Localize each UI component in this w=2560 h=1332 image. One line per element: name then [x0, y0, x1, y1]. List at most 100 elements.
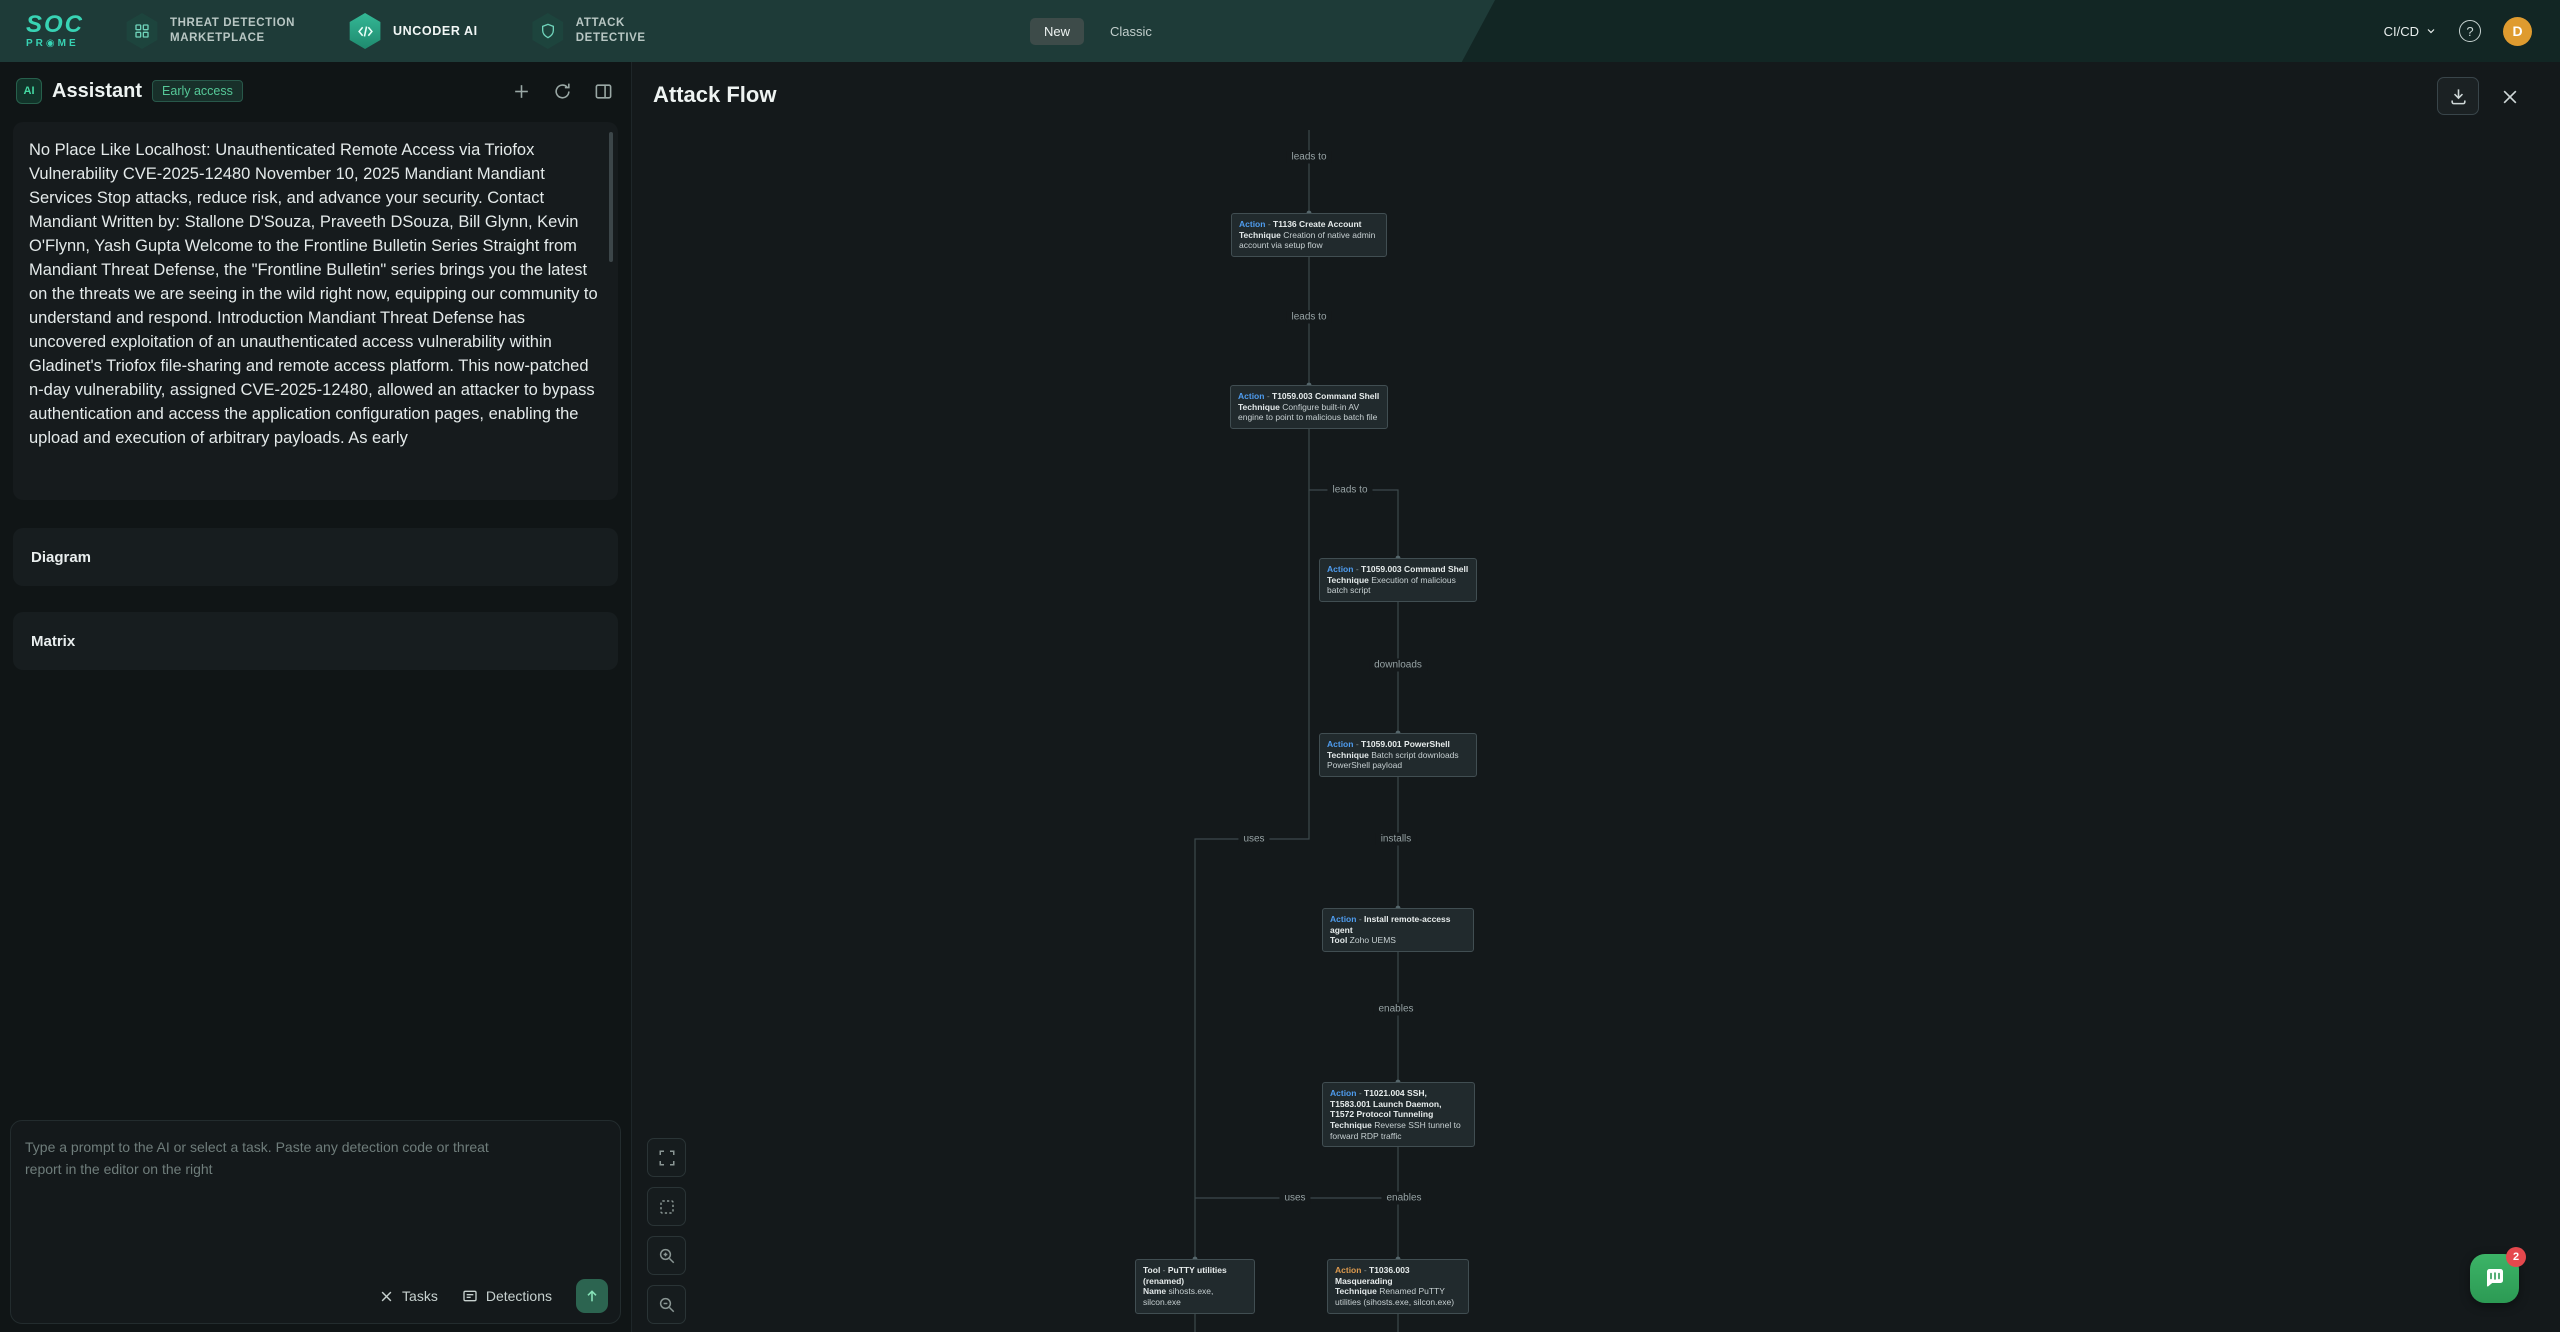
early-access-badge: Early access	[152, 80, 243, 102]
zoom-out-button[interactable]	[647, 1285, 686, 1324]
refresh-button[interactable]	[553, 82, 572, 101]
flow-node-detail: Technique Batch script downloads PowerSh…	[1327, 749, 1459, 771]
toggle-panel-button[interactable]	[594, 82, 613, 101]
fullscreen-button[interactable]	[647, 1138, 686, 1177]
attack-flow-title: Attack Flow	[653, 82, 777, 107]
new-chat-button[interactable]	[512, 82, 531, 101]
chevron-down-icon	[2427, 29, 2435, 34]
chat-launcher-button[interactable]: 2	[2470, 1247, 2526, 1303]
plus-icon	[515, 84, 528, 98]
refresh-icon	[555, 83, 570, 99]
topbar-right-controls: CI/CD ? D	[2384, 16, 2532, 46]
diagram-section[interactable]: Diagram	[13, 528, 618, 586]
detections-button[interactable]: Detections	[462, 1288, 552, 1304]
prompt-input-container: Type a prompt to the AI or select a task…	[10, 1120, 621, 1324]
flow-node-detail: Name sihosts.exe, silcon.exe	[1143, 1286, 1214, 1307]
zoom-out-icon	[659, 1297, 674, 1312]
panel-layout-icon	[595, 83, 612, 99]
close-button[interactable]	[2495, 82, 2525, 112]
flow-node-detail: Technique Execution of malicious batch s…	[1327, 574, 1456, 596]
flow-node-header: Action - Install remote-access agent	[1330, 914, 1451, 935]
assistant-header: AI Assistant Early access	[0, 62, 631, 114]
edge-label: uses	[1238, 832, 1270, 846]
send-prompt-button[interactable]	[576, 1279, 608, 1313]
marketplace-hexagon-icon	[126, 13, 158, 49]
detections-label: Detections	[485, 1288, 552, 1304]
detections-icon	[463, 1290, 477, 1302]
chat-bubble-icon	[2486, 1268, 2503, 1287]
report-text-card[interactable]: No Place Like Localhost: Unauthenticated…	[13, 122, 618, 500]
flow-node-header: Action - T1021.004 SSH, T1583.001 Launch…	[1330, 1088, 1442, 1120]
zoom-controls	[647, 1138, 686, 1324]
flow-node[interactable]: Action - T1021.004 SSH, T1583.001 Launch…	[1322, 1082, 1475, 1148]
flow-node[interactable]: Tool - PuTTY utilities (renamed)Name sih…	[1135, 1259, 1255, 1314]
fullscreen-icon	[659, 1150, 674, 1165]
soc-prime-logo[interactable]: SOC PR◉ME	[26, 13, 84, 49]
flow-node-header: Action - T1036.003 Masquerading	[1335, 1265, 1410, 1286]
edge-label: leads to	[1327, 483, 1373, 497]
tasks-label: Tasks	[402, 1288, 438, 1304]
flow-node-header: Action - T1059.001 PowerShell	[1327, 739, 1450, 749]
flow-node-header: Action - T1136 Create Account	[1239, 219, 1362, 229]
chat-unread-badge: 2	[2506, 1247, 2526, 1267]
flow-node-header: Action - T1059.003 Command Shell	[1327, 564, 1469, 574]
nav-label: UNCODER AI	[393, 23, 478, 38]
logo-text: SOC	[26, 11, 85, 38]
mode-classic-button[interactable]: Classic	[1110, 23, 1152, 39]
nav-uncoder-ai[interactable]: UNCODER AI	[349, 13, 478, 49]
cicd-label: CI/CD	[2383, 23, 2419, 39]
ui-mode-toggle: New Classic	[1030, 0, 1152, 62]
edge-label: enables	[1373, 1002, 1419, 1016]
fit-view-icon	[659, 1199, 674, 1214]
matrix-section[interactable]: Matrix	[13, 612, 618, 670]
diagram-section-label: Diagram	[31, 548, 92, 566]
cicd-dropdown[interactable]: CI/CD	[2384, 24, 2437, 39]
prompt-actions: Tasks Detections	[25, 1279, 608, 1313]
matrix-section-label: Matrix	[31, 632, 76, 650]
assistant-title: Assistant	[52, 79, 143, 102]
flow-node-detail: Technique Renamed PuTTY utilities (sihos…	[1335, 1286, 1455, 1307]
flow-node-header: Action - T1059.003 Command Shell	[1238, 391, 1380, 401]
detective-hexagon-icon	[532, 13, 564, 49]
edge-label: leads to	[1286, 310, 1332, 324]
edge-label: downloads	[1369, 658, 1427, 672]
assistant-ai-icon: AI	[16, 78, 42, 104]
prompt-input[interactable]: Type a prompt to the AI or select a task…	[25, 1139, 489, 1177]
edge-label: enables	[1381, 1191, 1427, 1205]
zoom-in-icon	[659, 1248, 674, 1263]
tasks-icon	[381, 1291, 392, 1301]
close-icon	[2503, 90, 2517, 104]
assistant-panel: AI Assistant Early access No Place Like …	[0, 62, 632, 1332]
tasks-button[interactable]: Tasks	[379, 1288, 438, 1304]
scrollbar-thumb[interactable]	[609, 132, 613, 262]
help-button[interactable]: ?	[2459, 20, 2481, 42]
download-icon	[2450, 88, 2466, 104]
edge-label: uses	[1279, 1191, 1311, 1205]
uncoder-hexagon-icon	[349, 13, 381, 49]
flow-node-detail: Tool Zoho UEMS	[1330, 935, 1396, 946]
user-avatar[interactable]: D	[2503, 16, 2532, 46]
zoom-in-button[interactable]	[647, 1236, 686, 1275]
mode-new-button[interactable]: New	[1030, 17, 1085, 45]
flow-node-detail: Technique Reverse SSH tunnel to forward …	[1330, 1119, 1461, 1141]
fit-view-button[interactable]	[647, 1187, 686, 1226]
flow-edges-layer	[1192, 130, 1401, 1332]
download-button[interactable]	[2437, 77, 2479, 115]
flow-node-detail: Technique Creation of native admin accou…	[1239, 229, 1376, 251]
flow-node-detail: Technique Configure built-in AV engine t…	[1238, 401, 1378, 423]
report-text: No Place Like Localhost: Unauthenticated…	[29, 141, 598, 447]
